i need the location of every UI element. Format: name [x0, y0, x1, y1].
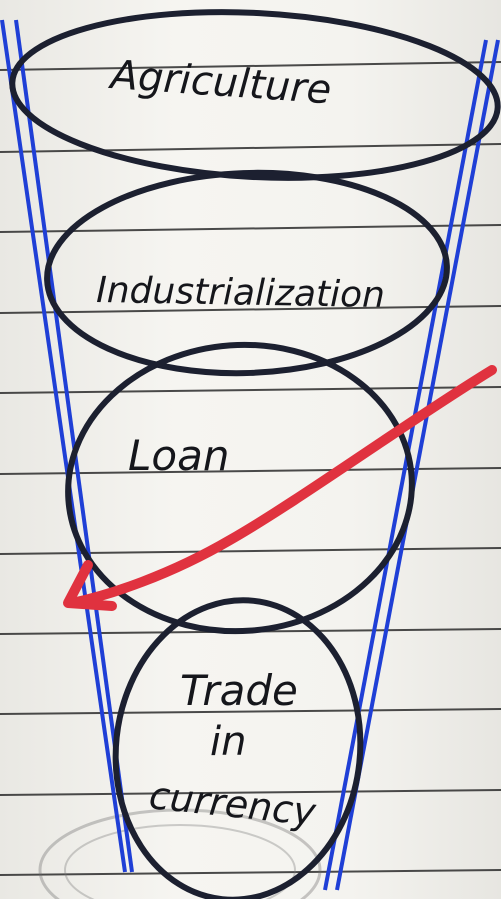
stage-agriculture-ellipse: [9, 9, 501, 181]
label-trade-line1: Trade: [180, 666, 298, 715]
trend-arrow: [63, 365, 497, 611]
stage-industrialization-ellipse: [44, 169, 450, 377]
trend-arrow-head: [63, 560, 117, 611]
label-agriculture: Agriculture: [106, 52, 333, 114]
stage-shapes: [9, 9, 501, 899]
label-industrialization: Industrialization: [96, 270, 385, 316]
label-trade-line2: in: [210, 719, 246, 765]
stage-loan-ellipse: [65, 341, 415, 635]
label-loan: Loan: [128, 431, 229, 480]
stage-trade-ellipse: [112, 597, 364, 899]
stage-labels: Agriculture Industrialization Loan Trade…: [96, 52, 385, 835]
stamp-seal: [38, 808, 322, 899]
trend-arrow-shaft: [67, 365, 497, 608]
